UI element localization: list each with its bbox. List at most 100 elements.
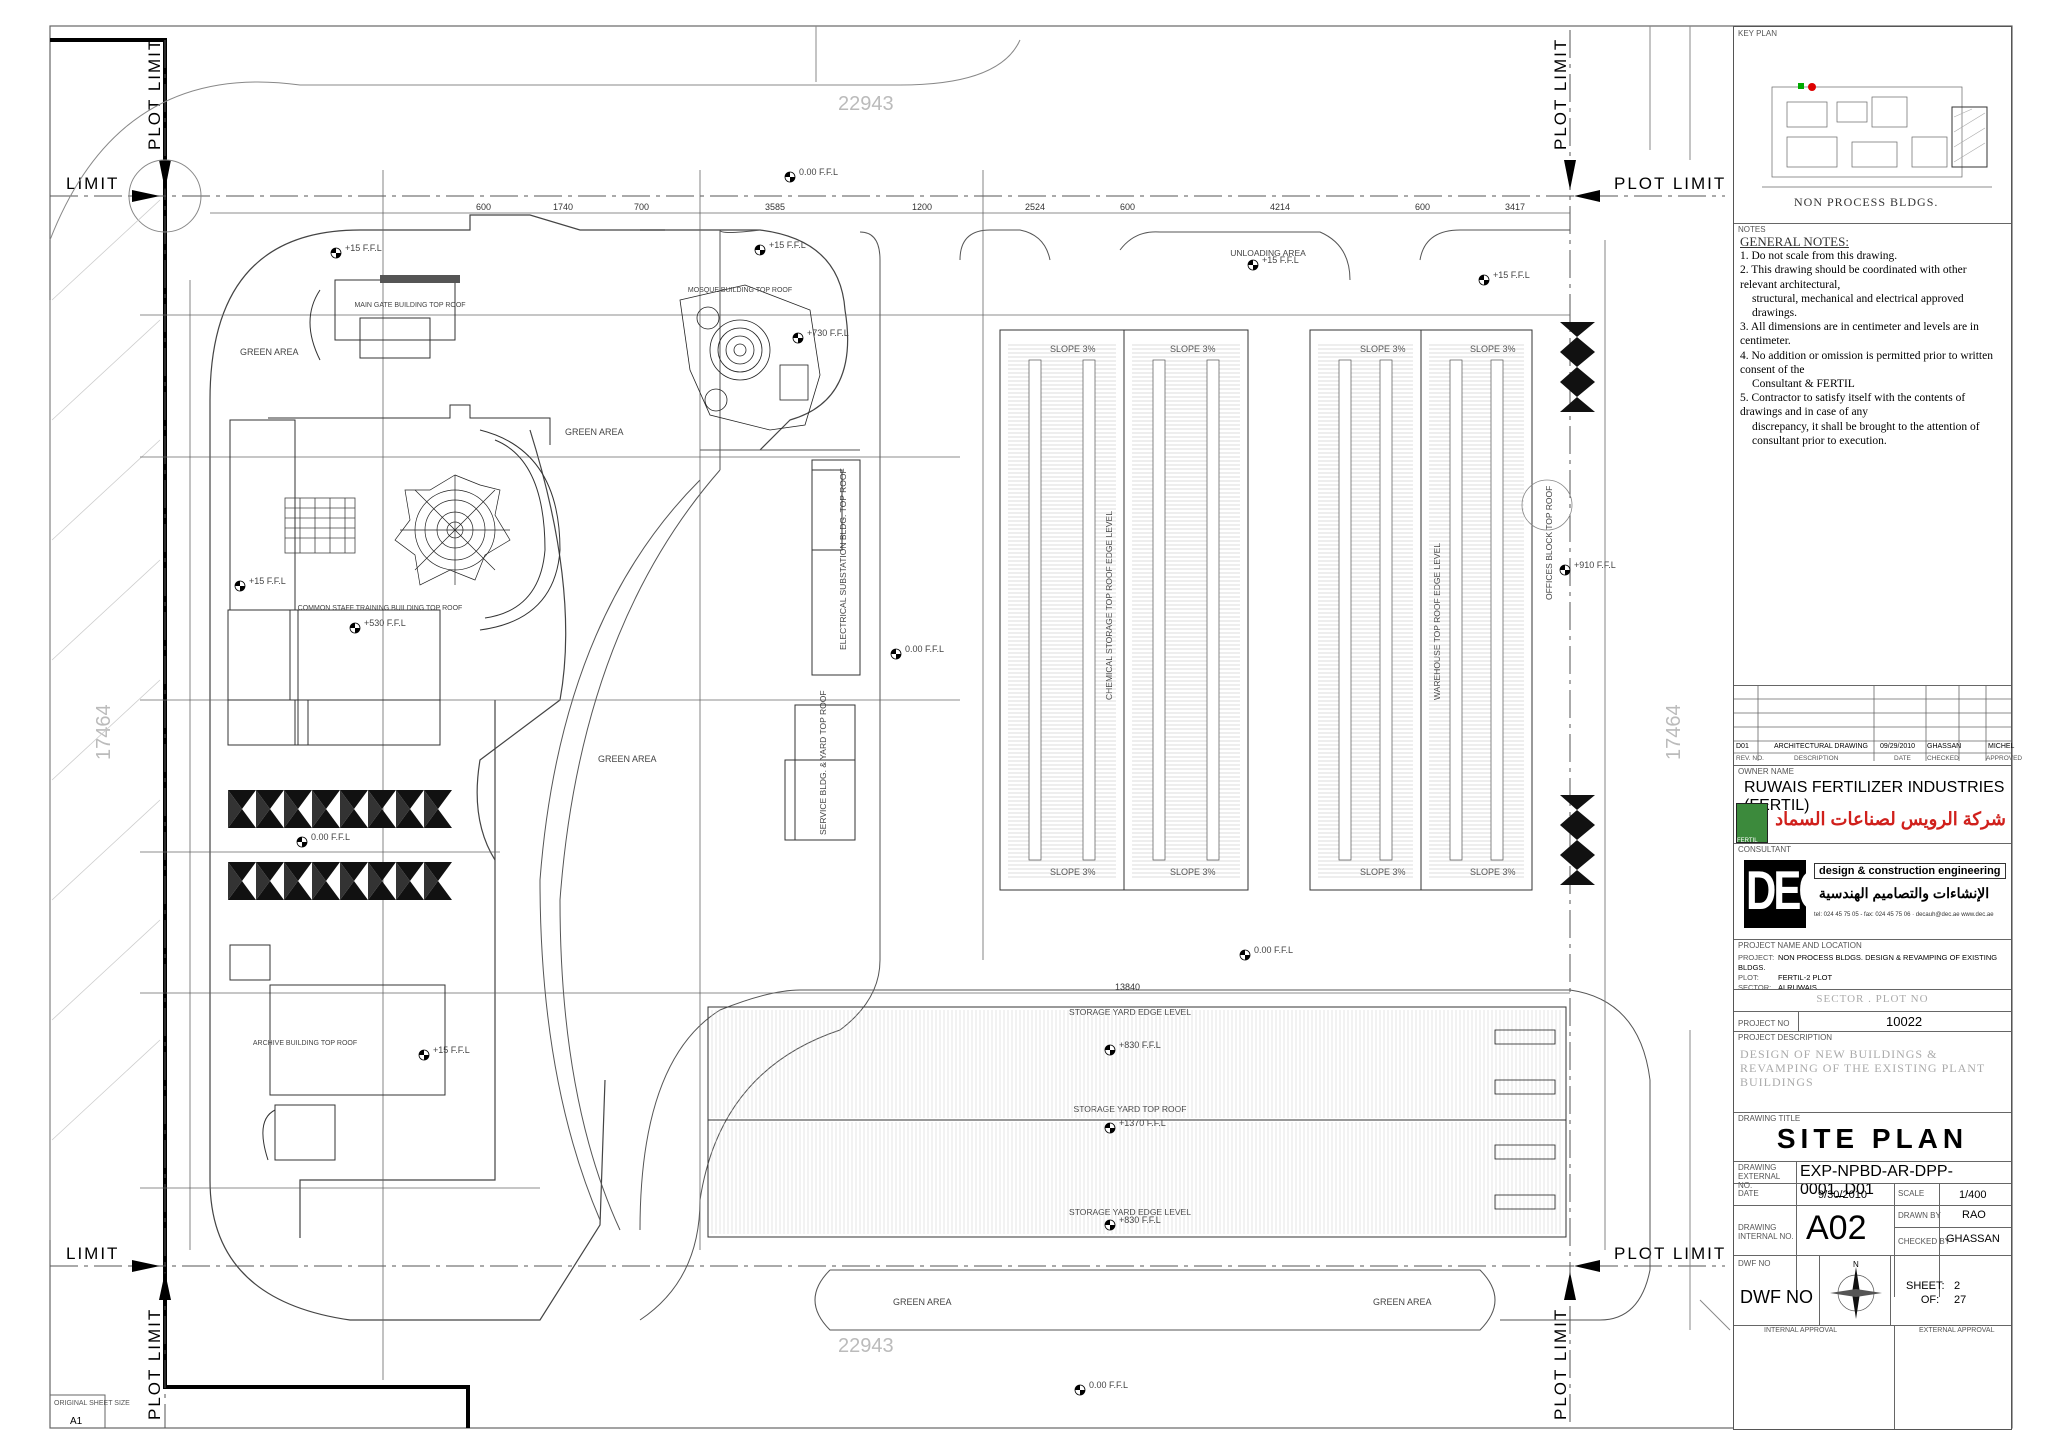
parking-shade: [340, 790, 354, 828]
parking-shade: [312, 862, 340, 881]
note-line: 4. No addition or omission is permitted …: [1740, 349, 1993, 376]
level-marker-icon: [1105, 1123, 1115, 1133]
note-line: 2. This drawing should be coordinated wi…: [1740, 264, 1967, 291]
level-label: +830 F.F.L: [1119, 1215, 1161, 1225]
parking-shade: [284, 862, 298, 900]
archive-building: [229, 944, 446, 1161]
owner-logo: FERTIL: [1736, 803, 1768, 844]
consultant-logo: [1744, 860, 1806, 928]
common-staff-label: COMMON STAFF TRAINING BUILDING TOP ROOF: [298, 605, 463, 612]
drawing-title: SITE PLAN: [1776, 1123, 1969, 1154]
north-arrow-icon: N: [1830, 1260, 1882, 1319]
parking-shade: [284, 790, 298, 828]
green-area-label: GREEN AREA: [1373, 1297, 1432, 1307]
plot-limit-label-left-top: PLOT LIMIT: [145, 38, 164, 150]
note-line: 1. Do not scale from this drawing.: [1740, 250, 1898, 263]
consultant-name-arabic: الإنشاءات والتصاميم الهندسية: [1818, 885, 1990, 901]
level-marker-icon: [331, 248, 341, 258]
drawing-title-label: DRAWING TITLE: [1738, 1114, 1801, 1123]
key-plan-north-marker: [1808, 83, 1816, 91]
parking-shade: [312, 881, 340, 900]
parking-shade: [1560, 840, 1595, 855]
parking-shade: [284, 809, 312, 828]
storage-yard: [707, 1006, 1567, 1238]
revision-approved: MICHEL: [1988, 743, 2015, 750]
storage-yard-edge-label: STORAGE YARD EDGE LEVEL: [1069, 1207, 1191, 1217]
level-marker-icon: [1479, 275, 1489, 285]
sheet-size-label: ORIGINAL SHEET SIZE: [54, 1400, 130, 1407]
parking-shade: [396, 790, 424, 809]
project-label: PROJECT:: [1738, 953, 1775, 962]
parking-shade: [256, 809, 284, 828]
note-line: Consultant & FERTIL: [1752, 378, 1855, 391]
sheet-label: SHEET:: [1906, 1280, 1945, 1292]
level-label: +15 F.F.L: [249, 576, 286, 586]
plot-label: PLOT:: [1738, 973, 1759, 982]
slope-label: SLOPE 3%: [1050, 867, 1096, 877]
owner-label: OWNER NAME: [1738, 767, 1794, 776]
electrical-substation-label: ELECTRICAL SUBSTATION BLDG. TOP ROOF: [838, 468, 848, 650]
note-line: discrepancy, it shall be brought to the …: [1752, 420, 1980, 447]
revision-header: DATE: [1894, 755, 1911, 762]
archive-label: ARCHIVE BUILDING TOP ROOF: [253, 1040, 357, 1047]
chemical-storage-label: CHEMICAL STORAGE TOP ROOF EDGE LEVEL: [1104, 511, 1114, 700]
plot-limit-arrow-left-bottom: [132, 1260, 160, 1272]
slope-label: SLOPE 3%: [1050, 344, 1096, 354]
mosque-label: MOSQUE BUILDING TOP ROOF: [688, 287, 792, 294]
drawing-internal-no: A02: [1806, 1209, 1867, 1247]
level-label: +15 F.F.L: [769, 240, 806, 250]
dimension-label: 4214: [1270, 202, 1290, 212]
plot-value: FERTIL-2 PLOT: [1778, 973, 1833, 982]
plot-limit-arrow-bottom-left: [159, 1272, 171, 1300]
title-block: KEY PLAN NON PROCESS BLDGS. NOTES GENERA…: [1733, 26, 2022, 1430]
north-label: N: [1853, 1260, 1859, 1269]
level-label: 0.00 F.F.L: [799, 167, 838, 177]
canopy-structure: [394, 474, 511, 586]
parking-shade: [1560, 397, 1595, 412]
dwf-label: DWF NO: [1738, 1259, 1771, 1268]
level-marker-icon: [1248, 260, 1258, 270]
notes-label: NOTES: [1738, 225, 1766, 234]
drawn-by-label: DRAWN BY: [1898, 1211, 1941, 1220]
parking-shade: [256, 790, 270, 828]
level-label: +910 F.F.L: [1574, 560, 1616, 570]
level-label: 0.00 F.F.L: [905, 644, 944, 654]
parking-shade: [228, 862, 256, 881]
project-section-label: PROJECT NAME AND LOCATION: [1738, 941, 1862, 950]
level-marker-icon: [793, 333, 803, 343]
parking-shade: [256, 862, 270, 900]
parking-shade: [424, 790, 452, 809]
parking-shade: [1560, 855, 1595, 870]
level-marker-icon: [891, 649, 901, 659]
external-approval-label: EXTERNAL APPROVAL: [1919, 1327, 1995, 1334]
parking-shade: [256, 862, 284, 881]
slope-label: SLOPE 3%: [1360, 344, 1406, 354]
plot-limit-arrow-left-top: [132, 190, 160, 202]
parking-shade: [1560, 870, 1595, 885]
revision-number: D01: [1736, 743, 1749, 750]
plot-limit-arrow-right-bottom: [1574, 1260, 1600, 1272]
level-label: +15 F.F.L: [433, 1045, 470, 1055]
mosque-building: [679, 284, 821, 431]
limit-label-top-left: LIMIT: [66, 174, 119, 193]
unloading-area-label: UNLOADING AREA: [1230, 248, 1306, 258]
consultant-label: CONSULTANT: [1738, 845, 1792, 854]
chemical-storage-building: [999, 329, 1249, 891]
storage-yard-roof-label: STORAGE YARD TOP ROOF: [1074, 1104, 1187, 1114]
checked-by-label: CHECKED BY: [1898, 1237, 1951, 1246]
parking-shade: [1560, 382, 1595, 397]
plot-limit-arrow-top-right: [1564, 160, 1576, 190]
sheet-total: 27: [1954, 1294, 1967, 1306]
level-marker-icon: [1240, 950, 1250, 960]
offices-block-label: OFFICES BLOCK TOP ROOF: [1544, 486, 1554, 600]
revision-description: ARCHITECTURAL DRAWING: [1774, 743, 1868, 750]
yard-width-dimension: 13840: [1115, 982, 1140, 992]
main-gate-label: MAIN GATE BUILDING TOP ROOF: [354, 302, 465, 309]
dimension-label: 600: [476, 202, 491, 212]
parking-shade: [1560, 367, 1595, 382]
project-value: NON PROCESS BLDGS. DESIGN & REVAMPING OF…: [1738, 953, 1998, 972]
level-marker-icon: [1105, 1220, 1115, 1230]
owner-logo-text: FERTIL: [1737, 838, 1758, 844]
parking-shade: [340, 862, 354, 900]
level-marker-icon: [785, 172, 795, 182]
